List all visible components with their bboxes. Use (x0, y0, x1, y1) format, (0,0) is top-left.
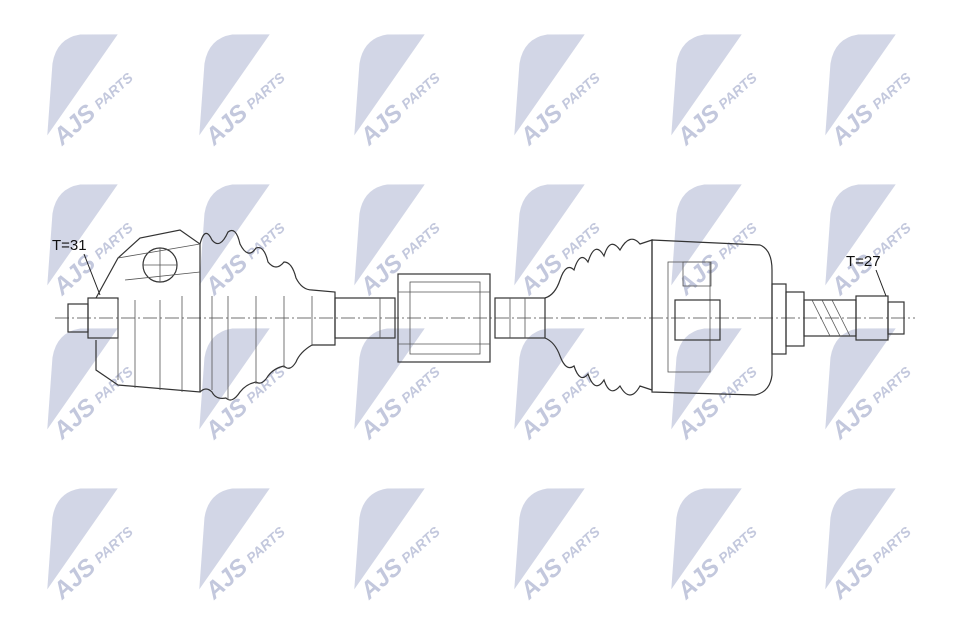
left-teeth-label: T=31 (52, 237, 87, 254)
vibration-damper (397, 273, 491, 363)
svg-text:PARTS: PARTS (869, 69, 914, 112)
svg-text:PARTS: PARTS (869, 523, 914, 566)
left-label-leader (83, 253, 101, 296)
svg-text:PARTS: PARTS (91, 523, 136, 566)
svg-text:PARTS: PARTS (558, 363, 603, 406)
svg-text:PARTS: PARTS (558, 219, 603, 262)
svg-text:PARTS: PARTS (558, 523, 603, 566)
svg-text:PARTS: PARTS (715, 363, 760, 406)
svg-text:PARTS: PARTS (715, 523, 760, 566)
drive-shaft-drawing: T=31 T=27 (52, 229, 915, 401)
svg-text:PARTS: PARTS (715, 219, 760, 262)
svg-text:PARTS: PARTS (243, 523, 288, 566)
svg-text:PARTS: PARTS (91, 219, 136, 262)
right-teeth-label: T=27 (846, 253, 881, 270)
svg-text:PARTS: PARTS (398, 219, 443, 262)
svg-text:PARTS: PARTS (869, 363, 914, 406)
svg-text:PARTS: PARTS (398, 523, 443, 566)
svg-text:PARTS: PARTS (398, 363, 443, 406)
svg-text:PARTS: PARTS (715, 69, 760, 112)
shaft (334, 297, 546, 339)
right-label-leader (875, 269, 887, 297)
spline-stub (803, 295, 905, 341)
svg-text:PARTS: PARTS (558, 69, 603, 112)
svg-text:PARTS: PARTS (91, 69, 136, 112)
svg-text:PARTS: PARTS (398, 69, 443, 112)
svg-text:PARTS: PARTS (243, 69, 288, 112)
svg-text:PARTS: PARTS (91, 363, 136, 406)
